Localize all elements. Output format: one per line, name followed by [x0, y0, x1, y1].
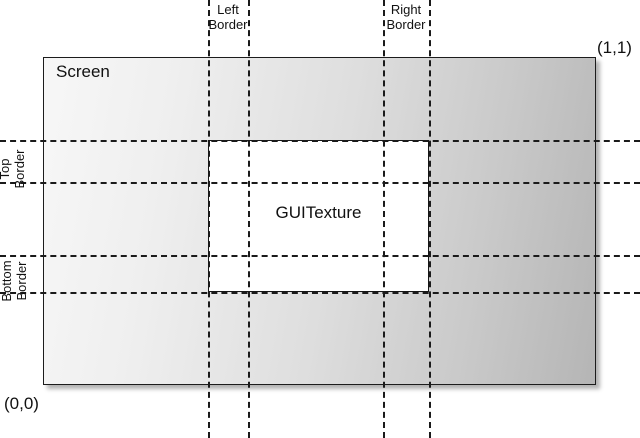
- guide-line-horizontal-top-inner: [0, 182, 640, 184]
- guide-line-vertical-left-outer: [208, 0, 210, 438]
- guide-line-horizontal-bottom-outer: [0, 292, 640, 294]
- coordinate-label-bottom-left: (0,0): [4, 394, 39, 413]
- screen-label: Screen: [56, 62, 110, 81]
- guide-line-vertical-right-outer: [429, 0, 431, 438]
- bottom-border-label: Bottom Border: [0, 260, 29, 302]
- left-border-label: Left Border: [208, 2, 248, 32]
- right-border-label: Right Border: [386, 2, 426, 32]
- coordinate-label-top-right: (1,1): [597, 38, 632, 57]
- guitexture-rectangle: [208, 140, 429, 292]
- guide-line-vertical-left-inner: [248, 0, 250, 438]
- top-border-label: Top Border: [0, 149, 27, 189]
- guide-line-vertical-right-inner: [383, 0, 385, 438]
- guide-line-horizontal-top-outer: [0, 140, 640, 142]
- guitexture-label: GUITexture: [275, 203, 362, 222]
- guide-line-horizontal-bottom-inner: [0, 255, 640, 257]
